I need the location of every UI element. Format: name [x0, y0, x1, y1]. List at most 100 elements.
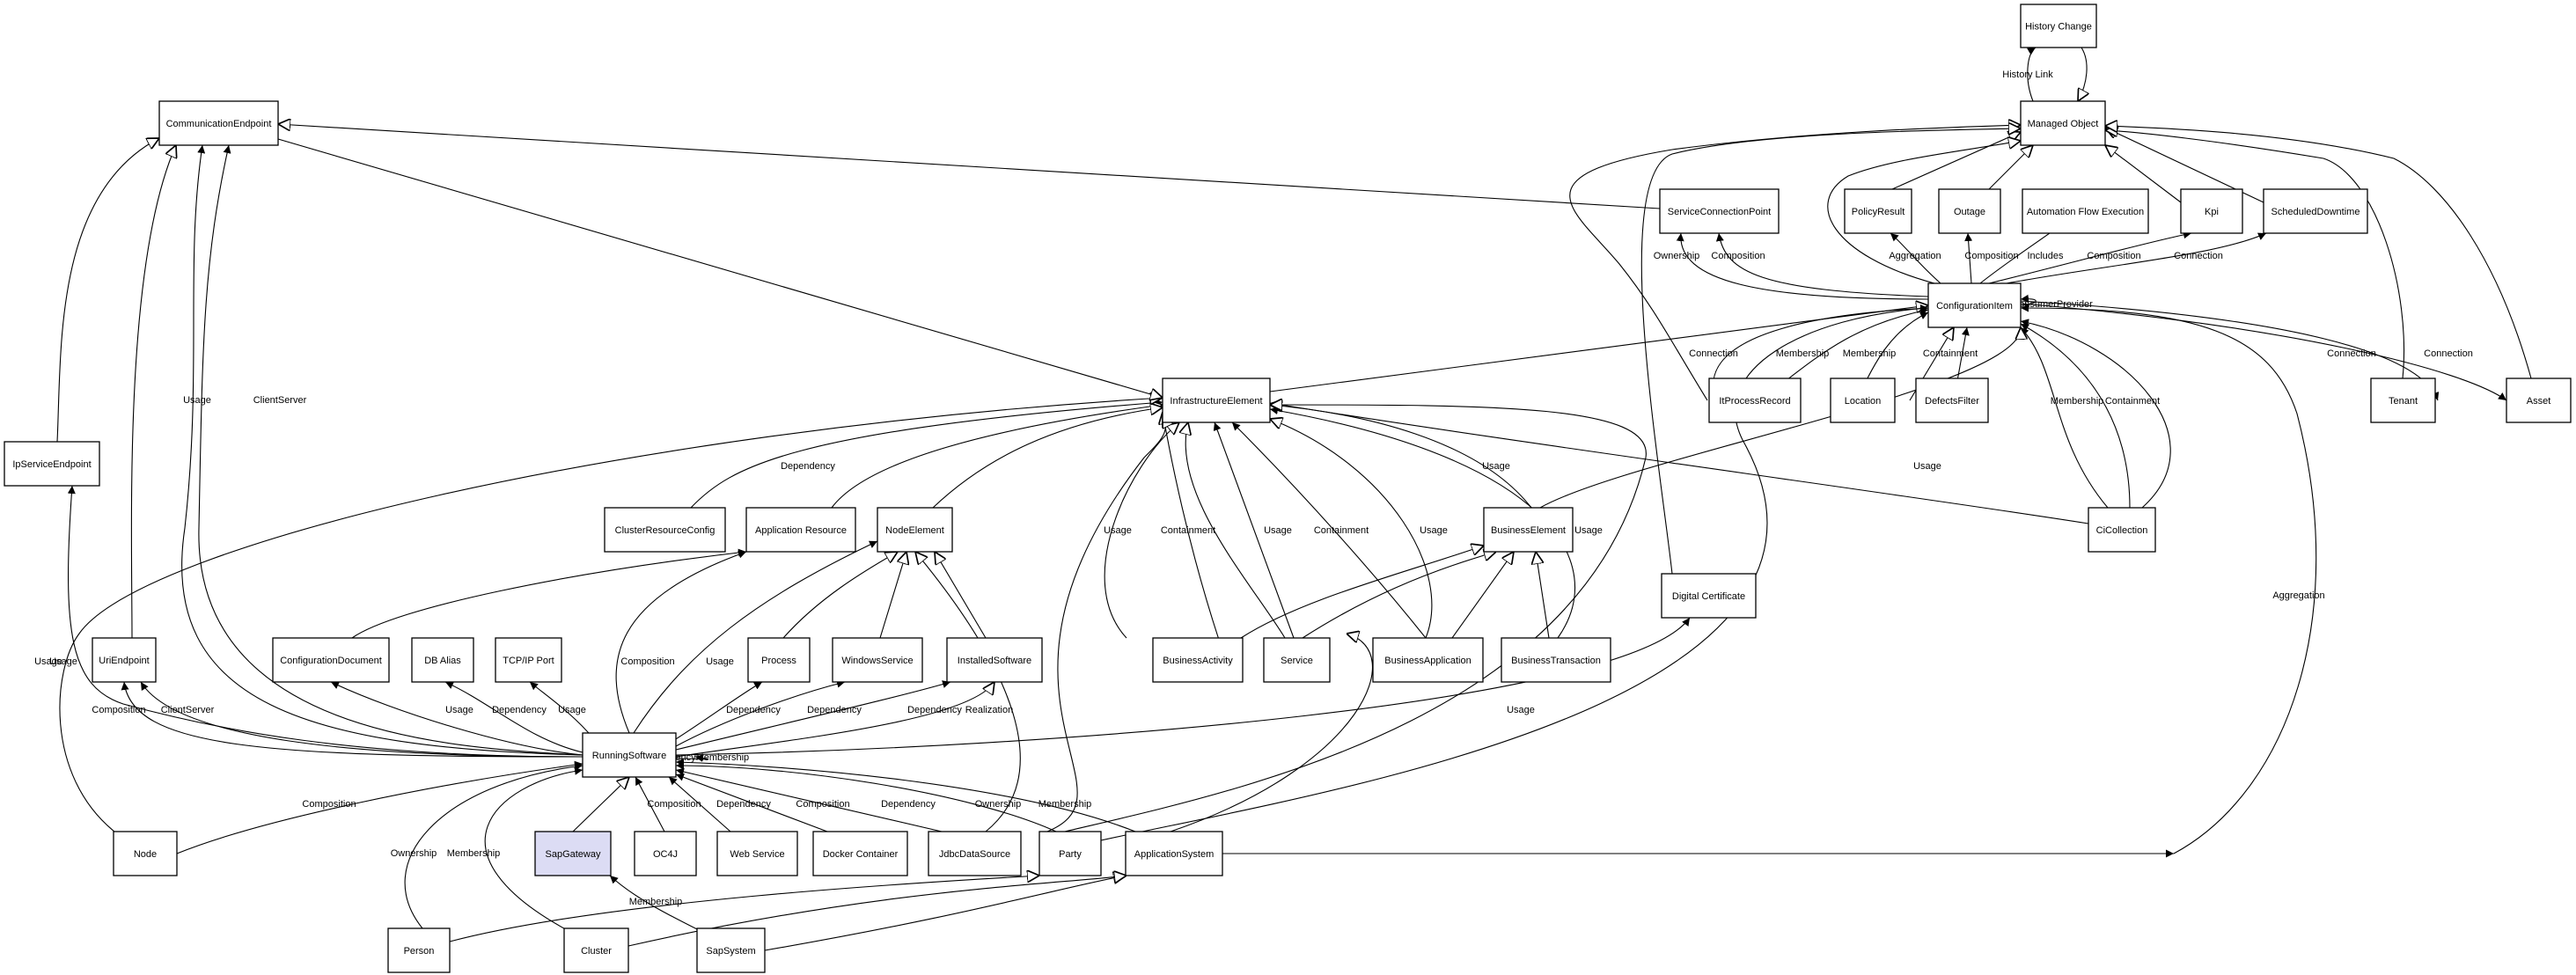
edge-usage — [67, 485, 583, 758]
edge-label-connection: Connection — [1689, 348, 1738, 359]
edge-dependency — [444, 681, 583, 753]
node-label: TCP/IP Port — [503, 656, 554, 666]
node-party[interactable]: Party — [1038, 831, 1102, 876]
node-label: BusinessTransaction — [1511, 656, 1601, 666]
node-installed-software[interactable]: InstalledSoftware — [946, 637, 1043, 683]
edge-membership — [2020, 326, 2109, 509]
node-digital-certificate[interactable]: Digital Certificate — [1661, 573, 1757, 619]
node-history-change[interactable]: History Change — [2020, 4, 2097, 48]
node-location[interactable]: Location — [1830, 378, 1896, 423]
edge-generalization — [56, 138, 159, 443]
edge-containment — [1185, 422, 1286, 639]
edge-usage — [1269, 400, 2089, 524]
edge-label-containment: Containment — [1314, 525, 1369, 536]
node-tenant[interactable]: Tenant — [2370, 378, 2436, 423]
node-label: Process — [761, 656, 796, 666]
node-service-connection-point[interactable]: ServiceConnectionPoint — [1659, 188, 1780, 234]
node-sap-gateway[interactable]: SapGateway — [534, 831, 612, 876]
node-label: CiCollection — [2096, 525, 2148, 536]
edge-containment — [1231, 422, 1427, 639]
node-process[interactable]: Process — [747, 637, 811, 683]
edge-dependency — [690, 399, 1163, 509]
node-itprocess-record[interactable]: ItProcessRecord — [1708, 378, 1802, 423]
node-application-system[interactable]: ApplicationSystem — [1125, 831, 1223, 876]
node-label: Managed Object — [2028, 119, 2099, 129]
node-service[interactable]: Service — [1263, 637, 1331, 683]
node-label: Asset — [2527, 396, 2551, 407]
edge-dependency — [675, 680, 951, 751]
edge-generalization — [2105, 126, 2532, 379]
node-node-element[interactable]: NodeElement — [877, 507, 953, 553]
node-tcpip-port[interactable]: TCP/IP Port — [495, 637, 562, 683]
node-oc4j[interactable]: OC4J — [634, 831, 697, 876]
edge-label-dependency: Dependency — [492, 705, 547, 715]
node-windows-service[interactable]: WindowsService — [832, 637, 923, 683]
node-web-service[interactable]: Web Service — [716, 831, 798, 876]
node-kpi[interactable]: Kpi — [2180, 188, 2243, 234]
edge-generalization — [782, 552, 898, 639]
node-cluster-resource-config[interactable]: ClusterResourceConfig — [604, 507, 726, 553]
node-label: ConfigurationDocument — [280, 656, 382, 666]
edge-ownership — [1676, 232, 1929, 300]
node-jdbc-data-source[interactable]: JdbcDataSource — [928, 831, 1022, 876]
node-cluster[interactable]: Cluster — [563, 927, 629, 973]
node-sap-system[interactable]: SapSystem — [696, 927, 766, 973]
node-infrastructure-element[interactable]: InfrastructureElement — [1162, 378, 1271, 423]
edge-generalization — [277, 138, 1163, 398]
edge-usage — [1270, 405, 1532, 509]
node-label: Service — [1281, 656, 1313, 666]
node-ip-service-endpoint[interactable]: IpServiceEndpoint — [4, 441, 100, 487]
edge-generalization — [1240, 546, 1484, 639]
edge-composition — [675, 773, 828, 832]
edge-label-connection: Connection — [2174, 251, 2223, 261]
edge-generalization — [572, 777, 629, 832]
edge-client-server — [198, 144, 583, 756]
node-label: SapGateway — [546, 849, 601, 860]
node-db-alias[interactable]: DB Alias — [411, 637, 474, 683]
node-policy-result[interactable]: PolicyResult — [1844, 188, 1912, 234]
edge-usage — [529, 681, 595, 740]
node-outage[interactable]: Outage — [1938, 188, 2001, 234]
node-business-transaction[interactable]: BusinessTransaction — [1501, 637, 1611, 683]
node-running-software[interactable]: RunningSoftware — [582, 732, 677, 778]
node-person[interactable]: Person — [387, 927, 451, 973]
node-label: Automation Flow Execution — [2027, 207, 2144, 217]
edge-generalization — [932, 407, 1163, 509]
edge-label-composition: Composition — [620, 656, 674, 667]
edge-label-composition: Composition — [796, 799, 849, 810]
node-business-activity[interactable]: BusinessActivity — [1152, 637, 1244, 683]
node-ci-collection[interactable]: CiCollection — [2088, 507, 2156, 553]
edge-generalization — [1569, 125, 2021, 401]
node-label: ApplicationSystem — [1134, 849, 1215, 860]
edge-usage — [181, 144, 583, 756]
node-uri-endpoint[interactable]: UriEndpoint — [92, 637, 157, 683]
node-label: CommunicationEndpoint — [166, 119, 272, 129]
edge-label-aggregation: Aggregation — [2272, 590, 2324, 601]
node-asset[interactable]: Asset — [2506, 378, 2572, 423]
edge-label-client-server: ClientServer — [253, 395, 307, 406]
edge-usage — [1270, 419, 1433, 639]
node-scheduled-downtime[interactable]: ScheduledDowntime — [2263, 188, 2368, 234]
node-communication-endpoint[interactable]: CommunicationEndpoint — [158, 100, 279, 146]
node-managed-object[interactable]: Managed Object — [2020, 100, 2106, 146]
edge-generalization — [1302, 552, 1496, 639]
edge-dependency — [675, 679, 846, 747]
edge-generalization — [351, 548, 747, 639]
node-label: InstalledSoftware — [958, 656, 1031, 666]
node-automation-flow-execution[interactable]: Automation Flow Execution — [2022, 188, 2149, 234]
node-business-application[interactable]: BusinessApplication — [1372, 637, 1484, 683]
node-configuration-item[interactable]: ConfigurationItem — [1927, 282, 2022, 328]
node-defects-filter[interactable]: DefectsFilter — [1915, 378, 1989, 423]
node-label: RunningSoftware — [592, 751, 666, 761]
node-label: Docker Container — [823, 849, 899, 860]
edge-generalization — [764, 876, 1126, 951]
node-business-element[interactable]: BusinessElement — [1483, 507, 1574, 553]
edge-label-membership: Membership — [1843, 348, 1897, 359]
edge-label-membership: Membership — [1776, 348, 1830, 359]
node-label: Person — [404, 946, 435, 957]
edge-membership — [484, 766, 583, 934]
node-application-resource[interactable]: Application Resource — [745, 507, 856, 553]
node-configuration-document[interactable]: ConfigurationDocument — [272, 637, 390, 683]
node-docker-container[interactable]: Docker Container — [812, 831, 908, 876]
node-node[interactable]: Node — [113, 831, 178, 876]
